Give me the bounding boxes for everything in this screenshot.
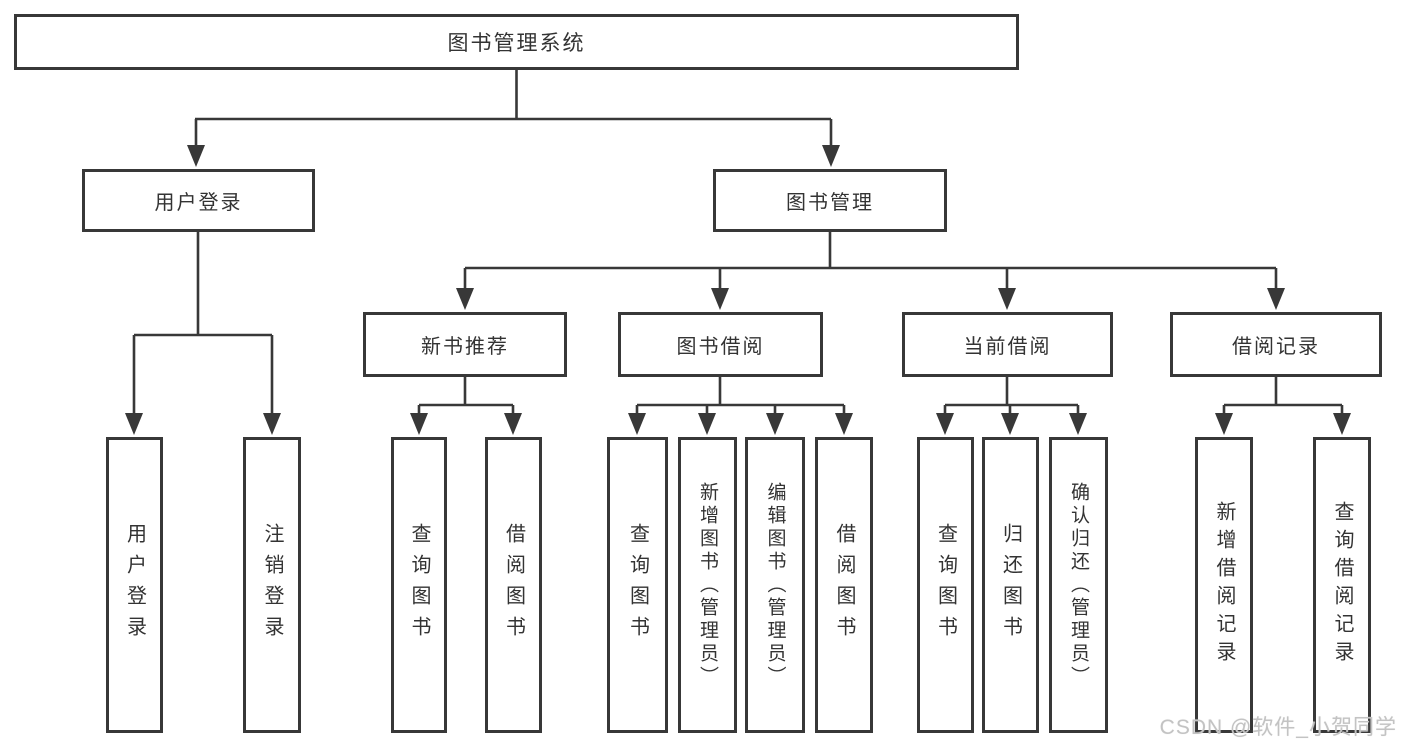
node-borrow-records-label: 借阅记录	[1232, 336, 1320, 358]
node-user-login: 用户登录	[82, 169, 315, 232]
node-new-book-recommend: 新书推荐	[363, 312, 567, 377]
leaf-query-books-recommend-label: 查询图书	[408, 523, 430, 647]
arrowheads	[125, 145, 1351, 435]
connector-book-borrow	[635, 377, 846, 415]
node-root: 图书管理系统	[14, 14, 1019, 70]
leaf-return-book-label: 归还图书	[999, 523, 1022, 647]
leaf-borrow-books-recommend-label: 借阅图书	[502, 523, 525, 647]
leaf-borrow-books-recommend: 借阅图书	[485, 437, 542, 733]
arrow-icon	[628, 413, 646, 435]
leaf-add-borrow-record-label: 新增借阅记录	[1213, 501, 1235, 669]
node-current-borrow: 当前借阅	[902, 312, 1113, 377]
arrow-icon	[1069, 413, 1087, 435]
arrow-icon	[187, 145, 205, 167]
leaf-add-book-admin: 新增图书（管理员）	[678, 437, 737, 733]
leaf-user-login: 用户登录	[106, 437, 163, 733]
arrow-icon	[125, 413, 143, 435]
arrow-icon	[1333, 413, 1351, 435]
node-book-management: 图书管理	[713, 169, 947, 232]
node-book-borrow: 图书借阅	[618, 312, 823, 377]
connector-book-management	[463, 232, 1278, 290]
node-new-book-recommend-label: 新书推荐	[421, 336, 509, 358]
leaf-query-books-current: 查询图书	[917, 437, 974, 733]
connector-borrow-records	[1222, 377, 1344, 415]
leaf-query-borrow-record-label: 查询借阅记录	[1331, 501, 1353, 669]
node-book-borrow-label: 图书借阅	[676, 336, 765, 358]
arrow-icon	[1267, 288, 1285, 310]
arrow-icon	[936, 413, 954, 435]
arrow-icon	[822, 145, 840, 167]
leaf-query-books-borrow: 查询图书	[607, 437, 668, 733]
csdn-watermark: CSDN @软件_小贺同学	[1159, 716, 1397, 739]
arrow-icon	[1215, 413, 1233, 435]
arrow-icon	[711, 288, 729, 310]
leaf-confirm-return-admin-label: 确认归还（管理员）	[1068, 481, 1089, 689]
leaf-edit-book-admin: 编辑图书（管理员）	[745, 437, 805, 733]
arrow-icon	[263, 413, 281, 435]
connector-current-borrow	[943, 377, 1080, 415]
leaf-logout-label: 注销登录	[261, 523, 283, 647]
node-borrow-records: 借阅记录	[1170, 312, 1382, 377]
leaf-add-borrow-record: 新增借阅记录	[1195, 437, 1253, 733]
arrow-icon	[698, 413, 716, 435]
connector-new-book	[417, 377, 515, 415]
arrow-icon	[766, 413, 784, 435]
leaf-query-books-current-label: 查询图书	[934, 523, 957, 647]
leaf-query-books-borrow-label: 查询图书	[626, 523, 649, 647]
leaf-user-login-label: 用户登录	[123, 523, 146, 647]
arrow-icon	[410, 413, 428, 435]
leaf-borrow-book-label: 借阅图书	[833, 523, 855, 647]
arrow-icon	[835, 413, 853, 435]
arrow-icon	[998, 288, 1016, 310]
connector-root	[194, 69, 833, 147]
node-user-login-label: 用户登录	[154, 192, 243, 214]
leaf-edit-book-admin-label: 编辑图书（管理员）	[764, 481, 786, 689]
arrow-icon	[1001, 413, 1019, 435]
leaf-return-book: 归还图书	[982, 437, 1039, 733]
leaf-query-borrow-record: 查询借阅记录	[1313, 437, 1371, 733]
node-current-borrow-label: 当前借阅	[963, 336, 1052, 358]
node-book-management-label: 图书管理	[786, 192, 874, 214]
connector-user-login	[132, 232, 274, 415]
leaf-logout: 注销登录	[243, 437, 301, 733]
arrow-icon	[504, 413, 522, 435]
node-root-label: 图书管理系统	[447, 32, 586, 55]
leaf-borrow-book: 借阅图书	[815, 437, 873, 733]
leaf-query-books-recommend: 查询图书	[391, 437, 447, 733]
leaf-add-book-admin-label: 新增图书（管理员）	[697, 481, 718, 689]
leaf-confirm-return-admin: 确认归还（管理员）	[1049, 437, 1108, 733]
arrow-icon	[456, 288, 474, 310]
